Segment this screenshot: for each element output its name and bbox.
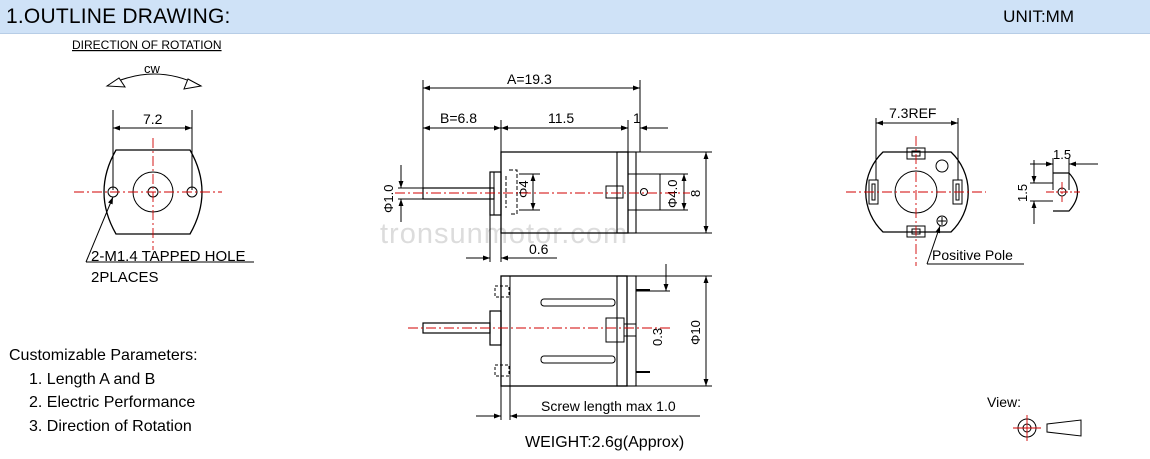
rotation-label: cw xyxy=(144,61,161,76)
dim-a: A=19.3 xyxy=(507,71,552,87)
dim-shaft: Φ1.0 xyxy=(381,185,396,213)
hole-note: 2-M1.4 TAPPED HOLE xyxy=(91,248,246,265)
rotation-arrow-icon xyxy=(105,73,203,90)
front-view: DIRECTION OF ROTATION cw 7.2 2-M1.4 TAPP… xyxy=(72,38,254,286)
dim-end: 1 xyxy=(633,110,641,126)
dim-height: 8 xyxy=(688,190,703,197)
terminal-detail: 1.5 1.5 xyxy=(1015,147,1098,224)
dim-step: 0.6 xyxy=(529,241,549,257)
param-item: 1. Length A and B xyxy=(29,370,156,388)
unit-label: UNIT:MM xyxy=(1003,7,1074,26)
param-item: 2. Electric Performance xyxy=(29,394,196,411)
dim-dia: Φ10 xyxy=(688,320,703,345)
screw-note: Screw length max 1.0 xyxy=(541,398,676,414)
bottom-view: 0.3 Φ10 Screw length max 1.0 xyxy=(408,264,712,420)
terminal-dim-side: 1.5 xyxy=(1015,184,1030,202)
params-title: Customizable Parameters: xyxy=(9,347,198,364)
positive-pole-label: Positive Pole xyxy=(932,247,1013,263)
rear-view: 7.3REF Positive Pole xyxy=(846,105,1024,266)
drawing-title: 1.OUTLINE DRAWING: xyxy=(6,5,231,28)
dim-b: B=6.8 xyxy=(440,110,477,126)
watermark: tronsunmotor.com xyxy=(380,218,628,250)
param-item: 3. Direction of Rotation xyxy=(29,417,192,435)
dim-end-boss: Φ4.0 xyxy=(665,180,680,208)
side-view: A=19.3 B=6.8 11.5 1 Φ1.0 Φ4 xyxy=(381,71,712,262)
hole-note-places: 2PLACES xyxy=(91,269,159,286)
view-label: View: xyxy=(987,394,1021,410)
dim-boss: Φ4 xyxy=(516,180,531,198)
title-bar: 1.OUTLINE DRAWING: UNIT:MM xyxy=(0,0,1150,34)
dim-tab: 0.3 xyxy=(650,328,665,346)
weight-label: WEIGHT:2.6g(Approx) xyxy=(525,434,685,451)
terminal-dim-top: 1.5 xyxy=(1053,147,1071,162)
front-width-dim: 7.2 xyxy=(143,111,163,127)
dim-mid: 11.5 xyxy=(548,110,574,126)
customizable-parameters: Customizable Parameters: 1. Length A and… xyxy=(9,344,198,438)
projection-symbol-icon: View: xyxy=(987,394,1082,441)
dim-ref: 7.3REF xyxy=(889,105,936,121)
rotation-title: DIRECTION OF ROTATION xyxy=(72,38,222,52)
